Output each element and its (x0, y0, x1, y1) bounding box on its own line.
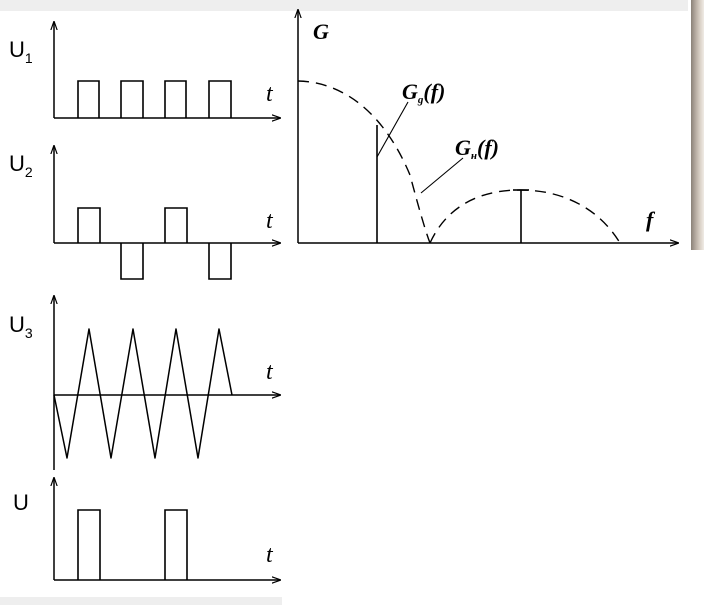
spectrum-plot: G f Gg(f) Gн(f) (298, 10, 678, 243)
signal-u-plot: U t (13, 478, 280, 580)
signal-u-t-label: t (266, 542, 274, 568)
top-window-strip (0, 0, 688, 11)
signal-u3-waveform (53, 328, 233, 459)
leader-line-gg (376, 101, 409, 158)
signal-u2-label: U2 (9, 151, 33, 180)
signal-u2-waveform (77, 207, 232, 280)
signal-u1-label: U1 (9, 37, 33, 66)
spectrum-g-label: G (313, 19, 329, 44)
bottom-window-strip (0, 597, 282, 605)
leader-line-gn (420, 157, 464, 194)
signal-u1-waveform (77, 80, 232, 118)
signal-u3-label: U3 (9, 312, 33, 341)
signal-u-label: U (13, 490, 29, 515)
signal-u1-plot: U1 t (9, 22, 280, 118)
signal-u-waveform (77, 509, 188, 580)
signal-u3-plot: U3 t (9, 296, 280, 470)
spectrum-f-label: f (646, 207, 656, 232)
curve-gn-label: Gн(f) (455, 135, 499, 162)
right-window-edge (688, 0, 704, 250)
signal-u2-t-label: t (266, 208, 274, 234)
signal-u1-t-label: t (266, 81, 274, 107)
curve-gg-label: Gg(f) (402, 79, 445, 106)
signal-u2-plot: U2 t (9, 146, 280, 280)
signal-u3-t-label: t (266, 359, 274, 385)
